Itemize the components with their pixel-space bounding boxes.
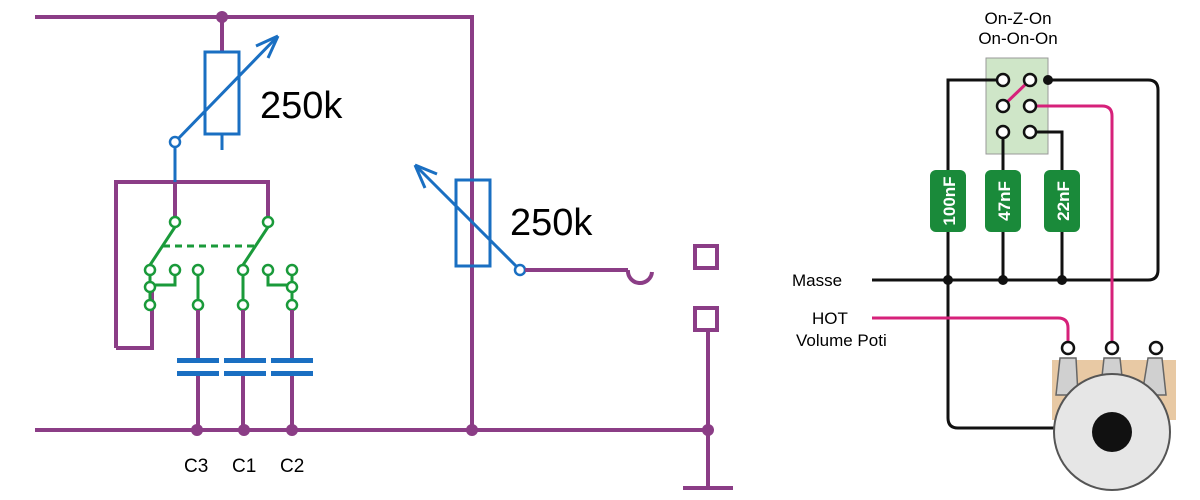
cap-22nf: 22nF xyxy=(1044,170,1080,232)
cap-47nf-label: 47nF xyxy=(995,181,1014,221)
cap-c3-label: C3 xyxy=(184,456,208,477)
switch-jumper xyxy=(266,275,290,287)
cap-100nf-label: 100nF xyxy=(940,176,959,225)
hot-label: HOT xyxy=(812,309,848,328)
junction-dot xyxy=(1043,75,1053,85)
pot-shaft xyxy=(1092,412,1132,452)
masse-label: Masse xyxy=(792,271,842,290)
switch-contact xyxy=(285,263,299,277)
top-rail-wire xyxy=(35,15,474,430)
junction-dot xyxy=(702,424,714,436)
pot-mid-symbol xyxy=(413,163,527,277)
cap-22nf-label: 22nF xyxy=(1054,181,1073,221)
switch-contact xyxy=(236,298,250,312)
pot-mid-body xyxy=(454,178,492,268)
switch-contact xyxy=(236,263,250,277)
switch-contact xyxy=(261,215,275,229)
switch-contact xyxy=(191,263,205,277)
switch-to-100nf-wire xyxy=(946,78,1003,170)
cap-100nf: 100nF xyxy=(930,170,966,232)
switch-contact xyxy=(285,298,299,312)
junction-dot xyxy=(1057,275,1067,285)
jack-hook xyxy=(625,269,654,285)
cap-c1-label: C1 xyxy=(232,456,256,477)
jack-terminal-bottom xyxy=(693,306,719,332)
pot-top-arrow-line xyxy=(173,34,280,144)
cap-c1-symbol xyxy=(224,358,266,376)
switch-frame-wire xyxy=(114,180,270,348)
junction-dot xyxy=(216,11,228,23)
switch-contact xyxy=(261,263,275,277)
right-wiring: On-Z-On On-On-On xyxy=(792,9,1176,491)
junction-dot xyxy=(466,424,478,436)
cap-c2-label: C2 xyxy=(280,456,304,477)
switch-to-pot-wiper-wire xyxy=(1030,104,1114,345)
switch-blade-left xyxy=(148,226,177,266)
switch-blade-right xyxy=(241,226,270,266)
junction-dot xyxy=(943,275,953,285)
pot-top-symbol xyxy=(168,34,280,182)
pot-mid-arrowhead xyxy=(413,163,438,189)
pot-top-wiper-terminal xyxy=(168,135,182,149)
switch-label-line1: On-Z-On xyxy=(984,9,1051,28)
pot-mid-arrow-line xyxy=(413,163,522,272)
pot-top-value-label: 250k xyxy=(260,85,343,127)
switch-contact xyxy=(168,263,182,277)
pot-mid-value-label: 250k xyxy=(510,202,593,244)
switch-contact xyxy=(191,298,205,312)
pot-lug-hole xyxy=(1060,340,1076,356)
switch-to-22nf-wire xyxy=(1030,130,1064,170)
ground-loop-wire xyxy=(872,78,1160,282)
pot-mid-wiper-terminal xyxy=(513,263,527,277)
hot-wire xyxy=(872,316,1070,345)
switch-label-line2: On-On-On xyxy=(978,29,1057,48)
cap-47nf: 47nF xyxy=(985,170,1021,232)
switch-loop-wire xyxy=(116,285,154,350)
junction-dot xyxy=(998,275,1008,285)
pot-top-arrowhead xyxy=(255,34,280,59)
switch-contact xyxy=(143,263,157,277)
pot-ground-wire xyxy=(946,280,1110,430)
volume-pot-label: Volume Poti xyxy=(796,331,887,350)
rotary-switch-symbol xyxy=(143,215,299,312)
switch-contact xyxy=(143,298,157,312)
switch-contact xyxy=(168,215,182,229)
switch-lugs xyxy=(995,72,1038,140)
cap-c3-symbol xyxy=(177,358,219,376)
pot-lug-hole xyxy=(1148,340,1164,356)
pot-lug-hole xyxy=(1104,340,1120,356)
volume-pot xyxy=(1052,340,1176,491)
switch-contact xyxy=(285,280,299,294)
switch-contact xyxy=(143,280,157,294)
left-schematic: 250k 250k xyxy=(35,11,733,490)
switch-jumper xyxy=(152,275,177,287)
cap-c2-symbol xyxy=(271,358,313,376)
jack-terminal-top xyxy=(693,244,719,270)
